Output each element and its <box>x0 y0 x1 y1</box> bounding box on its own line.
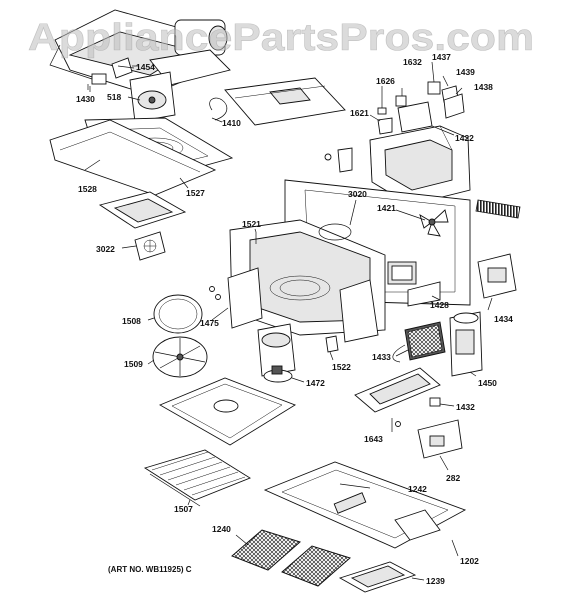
part-1421-fan-blade <box>419 209 449 237</box>
part-1430-switch <box>87 73 107 90</box>
part-1632-switch <box>395 95 407 107</box>
part-1509-turntable-support <box>152 336 208 378</box>
label-1202: 1202 <box>460 556 479 566</box>
label-1507: 1507 <box>174 504 193 514</box>
part-1240-grease-filter-right <box>281 545 351 587</box>
part-1438-bracket <box>443 93 465 119</box>
label-1422: 1422 <box>455 133 474 143</box>
label-518: 518 <box>107 92 121 102</box>
label-1509: 1509 <box>124 359 143 369</box>
leader-lines <box>84 61 493 581</box>
right-vent-grille <box>475 199 521 219</box>
label-1410: 1410 <box>222 118 241 128</box>
label-1421: 1421 <box>377 203 396 213</box>
control-housing <box>369 125 471 206</box>
label-3020: 3020 <box>348 189 367 199</box>
part-1242-bottom-plate <box>263 461 467 549</box>
grill-tray <box>98 191 187 229</box>
magnetron-area <box>387 261 417 285</box>
screws <box>209 286 221 300</box>
watermark-text: AppliancePartsPros.com <box>28 17 534 59</box>
part-1434-motor-mount <box>477 253 517 299</box>
part-1508-roller-ring <box>153 294 203 334</box>
label-1527: 1527 <box>186 188 205 198</box>
label-1643: 1643 <box>364 434 383 444</box>
part-1422-latch-board <box>397 101 433 133</box>
label-1242: 1242 <box>408 484 427 494</box>
part-518-motor <box>129 71 176 123</box>
label-1454: 1454 <box>136 62 155 72</box>
label-1522: 1522 <box>332 362 351 372</box>
part-1410-wire-harness <box>209 97 228 121</box>
part-1621-hook <box>377 117 393 135</box>
part-1454-bracket <box>111 57 138 79</box>
label-1626: 1626 <box>376 76 395 86</box>
label-1428: 1428 <box>430 300 449 310</box>
screw-1643 <box>395 421 401 427</box>
part-1239-lamp-lens <box>338 561 417 593</box>
part-1437-switch <box>427 81 441 95</box>
label-1621: 1621 <box>350 108 369 118</box>
label-1434: 1434 <box>494 314 513 324</box>
part-1475-door-seal <box>227 267 263 329</box>
glass-tray <box>158 377 297 446</box>
part-labels: 1454 1430 518 1410 1632 1437 1439 1438 1… <box>76 52 513 586</box>
label-1438: 1438 <box>474 82 493 92</box>
label-1475: 1475 <box>200 318 219 328</box>
label-1632: 1632 <box>403 57 422 67</box>
label-1472: 1472 <box>306 378 325 388</box>
label-1240: 1240 <box>212 524 231 534</box>
label-282: 282 <box>446 473 460 483</box>
part-1626-latch <box>377 107 387 115</box>
label-1508: 1508 <box>122 316 141 326</box>
label-1437: 1437 <box>432 52 451 62</box>
screw <box>324 153 332 161</box>
art-number: (ART NO. WB11925) C <box>108 565 192 574</box>
part-1433-transformer <box>392 321 446 363</box>
part-3022-stirrer <box>134 231 166 261</box>
label-1432: 1432 <box>456 402 475 412</box>
part-1450-capacitor-bracket <box>449 311 483 377</box>
label-3022: 3022 <box>96 244 115 254</box>
part-1643-base-bracket <box>354 367 441 413</box>
label-1521: 1521 <box>242 219 261 229</box>
part-282-thermal-switch <box>417 419 463 459</box>
label-1439: 1439 <box>456 67 475 77</box>
left-side-panel <box>339 279 379 343</box>
label-1430: 1430 <box>76 94 95 104</box>
part-1432-fuse <box>429 397 441 407</box>
part-1507-rack <box>143 449 251 507</box>
part-1240-grease-filter-left <box>231 529 301 571</box>
small-bracket <box>337 147 353 173</box>
label-1239: 1239 <box>426 576 445 586</box>
label-1528: 1528 <box>78 184 97 194</box>
part-1472-turntable-motor <box>257 323 296 383</box>
part-1522-fastener <box>325 335 339 353</box>
label-1450: 1450 <box>478 378 497 388</box>
label-1433: 1433 <box>372 352 391 362</box>
part-3020-waveguide <box>318 223 352 241</box>
top-cover-plate <box>224 77 346 126</box>
part-1528-insulation-plate <box>49 119 217 196</box>
